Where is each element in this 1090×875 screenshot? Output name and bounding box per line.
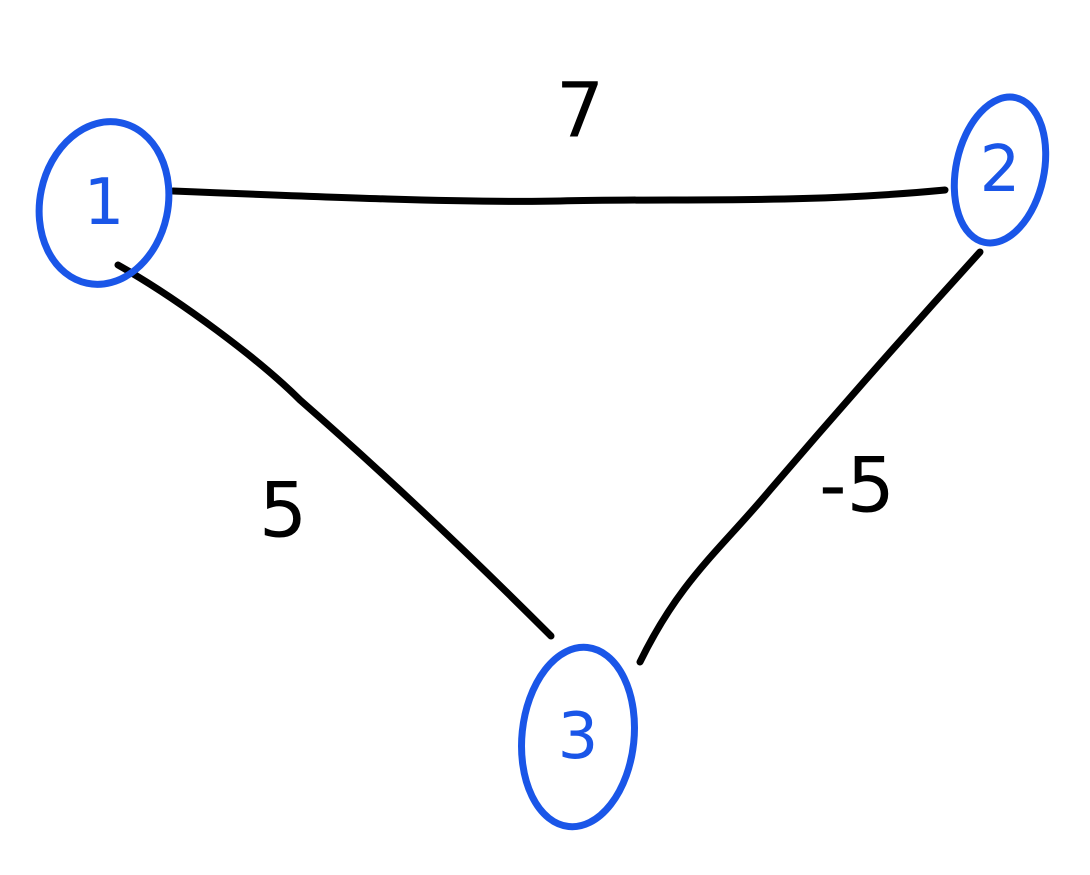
node-2-label: 2 xyxy=(980,133,1021,207)
node-1-label: 1 xyxy=(84,166,125,240)
edge-1-3 xyxy=(114,261,555,640)
node-1-circle xyxy=(35,118,173,288)
nodes-layer: 1 2 3 xyxy=(35,93,1050,831)
node-1: 1 xyxy=(35,118,173,288)
node-3-label: 3 xyxy=(558,700,599,774)
edge-weight-2-3: -5 xyxy=(819,441,895,530)
node-3-circle xyxy=(518,643,638,831)
edge-weight-1-2: 7 xyxy=(556,66,604,155)
node-3: 3 xyxy=(518,643,638,831)
edge-1-2 xyxy=(169,186,949,205)
edge-weight-1-3: 5 xyxy=(259,466,307,555)
edges-layer xyxy=(114,186,984,666)
node-2-circle xyxy=(950,93,1050,247)
node-2: 2 xyxy=(950,93,1050,247)
edge-labels-layer: 7 5 -5 xyxy=(259,66,895,555)
edge-2-3 xyxy=(636,248,984,666)
